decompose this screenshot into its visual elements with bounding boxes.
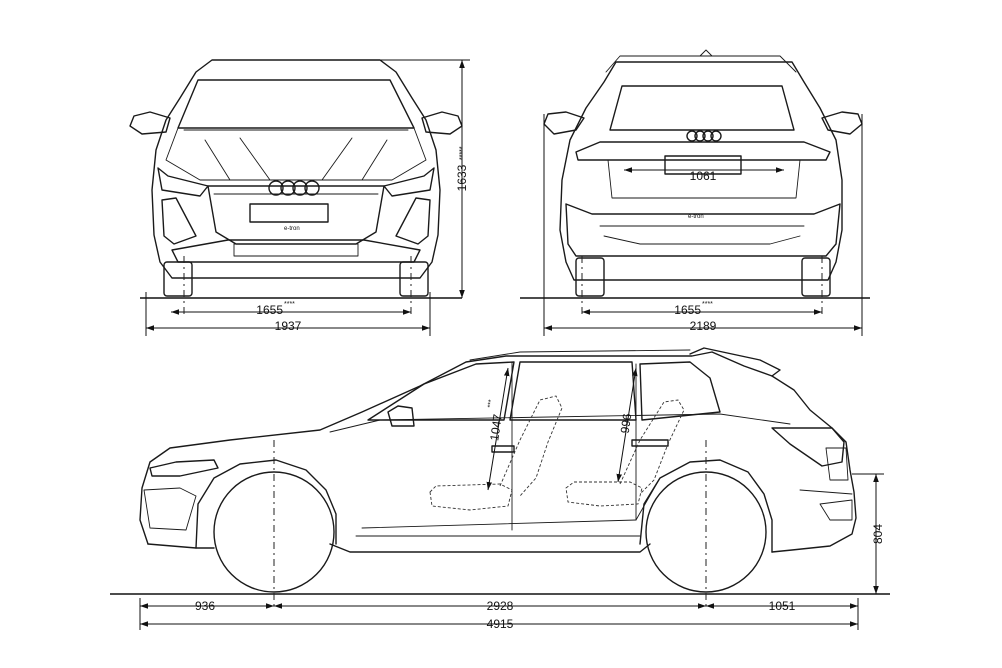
front-headroom-note: *** bbox=[487, 399, 495, 408]
rear-headroom-value: 996 bbox=[618, 412, 635, 434]
rear-height-value: 804 bbox=[871, 524, 885, 544]
rear-plate bbox=[664, 155, 742, 175]
front-track-value: 1655 bbox=[256, 303, 283, 317]
front-plate bbox=[249, 203, 329, 223]
front-overhang-value: 936 bbox=[195, 599, 215, 613]
rear-track-note: **** bbox=[702, 301, 713, 308]
front-track-note: **** bbox=[284, 301, 295, 308]
rear-four-rings-logo bbox=[686, 130, 722, 142]
rear-trunk-width-value: 1061 bbox=[690, 169, 717, 183]
four-rings-logo bbox=[268, 180, 320, 196]
front-width-value: 1937 bbox=[275, 319, 302, 333]
side-view: 1047 *** 996 804 936 2928 1051 4915 bbox=[110, 347, 890, 631]
rear-wheel bbox=[645, 471, 767, 593]
wheelbase-value: 2928 bbox=[487, 599, 514, 613]
length-value: 4915 bbox=[487, 617, 514, 631]
front-height-note: ***** bbox=[459, 146, 466, 160]
front-view: e-tron 1655 **** 1937 1633 ***** bbox=[129, 59, 470, 336]
front-wheel bbox=[213, 471, 335, 593]
rear-overhang-value: 1051 bbox=[769, 599, 796, 613]
front-badge: e-tron bbox=[284, 226, 300, 232]
rear-badge: e-tron bbox=[688, 214, 704, 220]
front-headroom-value: 1047 bbox=[487, 413, 505, 442]
front-height-value: 1633 bbox=[455, 164, 469, 191]
rear-width-value: 2189 bbox=[690, 319, 717, 333]
rear-view: e-tron 1061 1655 **** 2189 bbox=[520, 49, 870, 336]
rear-track-value: 1655 bbox=[674, 303, 701, 317]
